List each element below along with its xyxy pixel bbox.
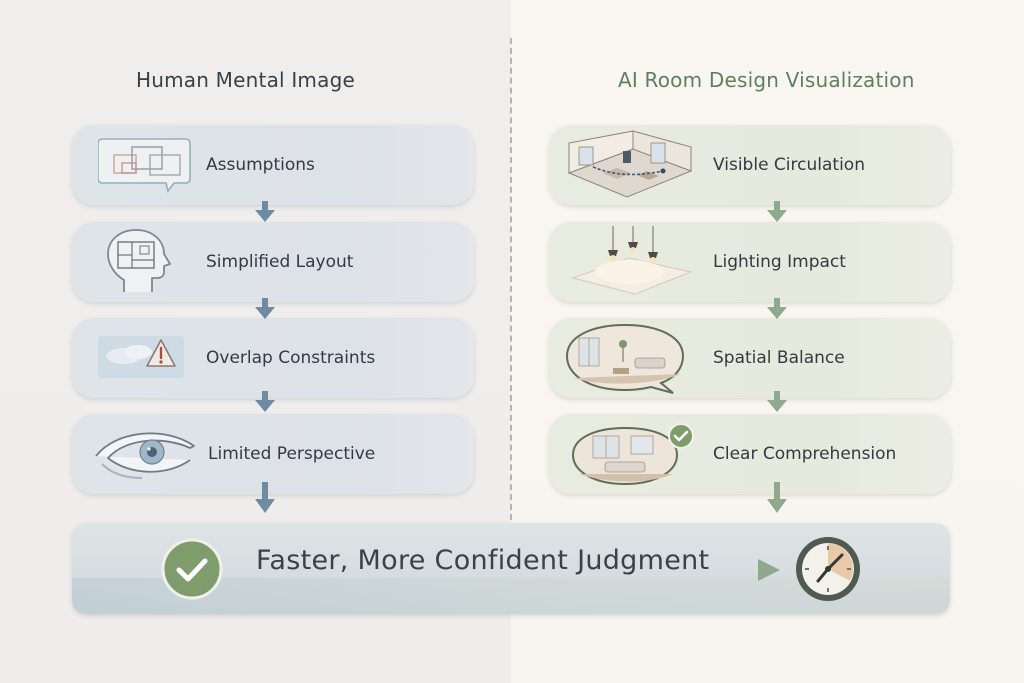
left-step-limited-perspective: Limited Perspective [72, 414, 474, 494]
left-step-assumptions: Assumptions [72, 125, 474, 205]
right-step-lighting-impact: Lighting Impact [549, 222, 951, 302]
clock-icon [796, 537, 860, 601]
step-label: Limited Perspective [208, 444, 376, 464]
down-arrow-icon [767, 201, 787, 222]
outcome-label: Faster, More Confident Judgment [256, 545, 710, 576]
down-arrow-icon [255, 391, 275, 412]
down-arrow-icon [767, 391, 787, 412]
eye-icon [95, 432, 195, 479]
step-label: Assumptions [206, 155, 315, 175]
warning-cloud-icon [98, 336, 184, 378]
step-label: Lighting Impact [713, 252, 846, 272]
right-step-spatial-balance: Spatial Balance [549, 318, 951, 398]
step-label: Simplified Layout [206, 252, 354, 272]
down-arrow-icon [255, 201, 275, 222]
step-label: Overlap Constraints [206, 348, 376, 368]
column-divider [510, 38, 512, 520]
left-step-simplified-layout: Simplified Layout [72, 222, 474, 302]
pendant-lights-icon [571, 226, 693, 295]
head-floor-plan-icon [107, 229, 171, 292]
down-arrow-icon [255, 482, 275, 513]
right-column-title: AI Room Design Visualization [618, 68, 915, 92]
left-step-overlap-constraints: Overlap Constraints [72, 318, 474, 398]
floor-plan-speech-icon [98, 138, 191, 193]
step-label: Spatial Balance [713, 348, 845, 368]
right-arrow-icon [758, 559, 780, 581]
left-column-title: Human Mental Image [136, 68, 355, 92]
right-step-clear-comprehension: Clear Comprehension [549, 414, 951, 494]
down-arrow-icon [767, 482, 787, 513]
step-label: Visible Circulation [713, 155, 865, 175]
down-arrow-icon [767, 298, 787, 319]
outcome-banner: Faster, More Confident Judgment [72, 523, 950, 614]
check-circle-icon [161, 538, 223, 600]
right-step-visible-circulation: Visible Circulation [549, 125, 951, 205]
living-room-bubble-icon [565, 323, 685, 394]
room-check-icon [571, 423, 694, 486]
down-arrow-icon [255, 298, 275, 319]
isometric-room-icon [567, 130, 693, 198]
step-label: Clear Comprehension [713, 444, 897, 464]
